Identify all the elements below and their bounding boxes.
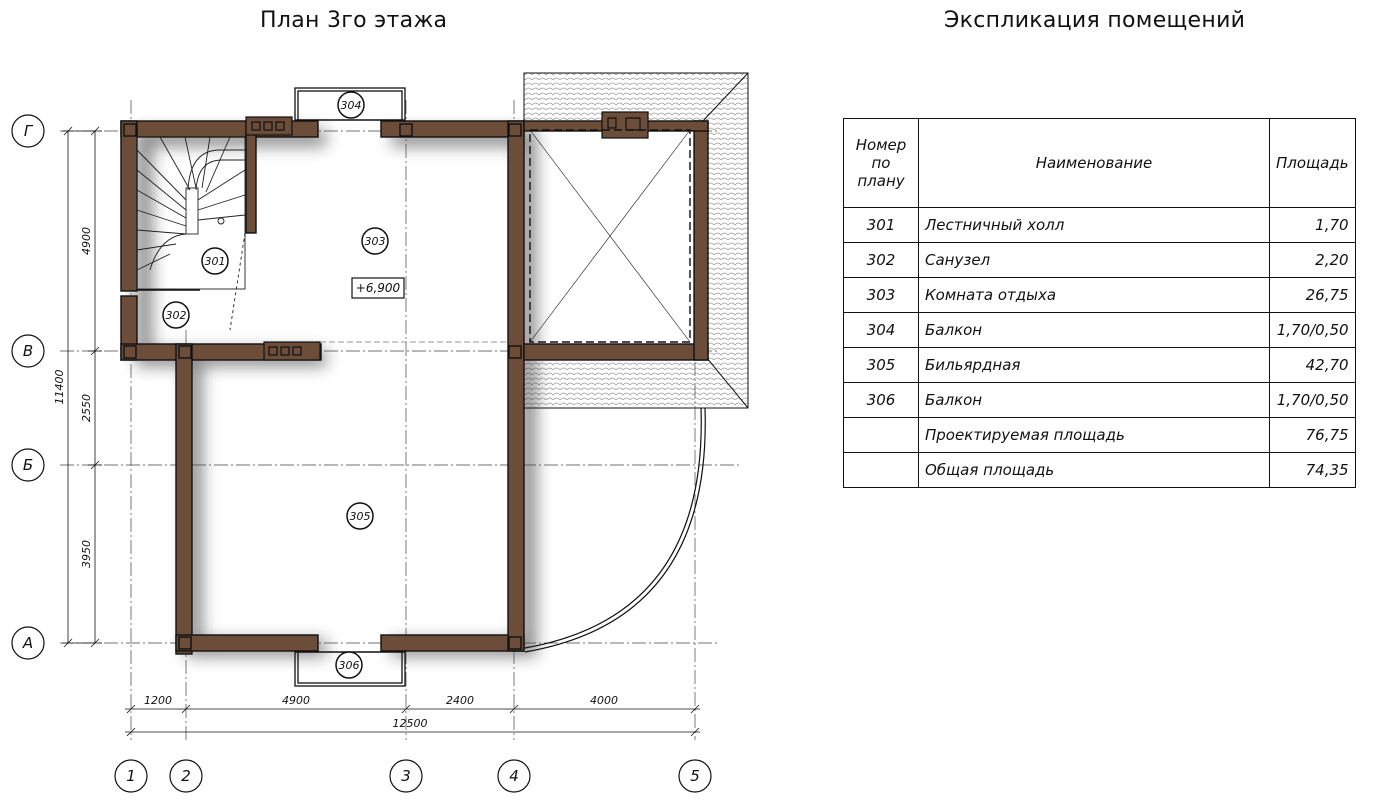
svg-text:2: 2 — [181, 767, 191, 785]
floor-plan-drawing: 304 303 301 302 305 306 +6,900 — [11, 72, 749, 793]
svg-text:303: 303 — [365, 235, 386, 248]
cell-name: Балкон — [918, 312, 1270, 348]
cell-name: Общая площадь — [918, 452, 1270, 488]
svg-text:301: 301 — [205, 255, 226, 268]
table-row: 306 Балкон 1,70/0,50 — [843, 382, 1356, 418]
cell-area: 1,70/0,50 — [1269, 382, 1356, 418]
dim-left-total: 11400 — [53, 370, 66, 405]
axis-bubble-1: 1 — [114, 759, 148, 793]
cell-area: 26,75 — [1269, 277, 1356, 313]
explication-title: Экспликация помещений — [944, 8, 1246, 33]
svg-text:+6,900: +6,900 — [356, 281, 401, 295]
svg-text:В: В — [23, 342, 33, 360]
cell-area: 1,70/0,50 — [1269, 312, 1356, 348]
table-row: 303 Комната отдыха 26,75 — [843, 277, 1356, 313]
table-row: 304 Балкон 1,70/0,50 — [843, 312, 1356, 348]
dim-bottom-2: 4900 — [282, 694, 310, 707]
svg-text:305: 305 — [350, 510, 371, 523]
columns — [123, 123, 522, 650]
elevation-mark: +6,900 — [351, 277, 405, 299]
dim-left-2: 2550 — [80, 394, 93, 422]
staircase — [136, 136, 246, 331]
svg-text:306: 306 — [339, 659, 360, 672]
cell-number: 301 — [843, 207, 919, 243]
table-row: 301 Лестничный холл 1,70 — [843, 207, 1356, 243]
svg-text:Г: Г — [24, 122, 34, 140]
svg-text:4: 4 — [509, 767, 519, 785]
chimney-blocks — [245, 111, 649, 361]
room-tag-301: 301 — [201, 247, 229, 275]
svg-text:Б: Б — [23, 456, 33, 474]
svg-text:5: 5 — [690, 767, 700, 785]
svg-text:304: 304 — [341, 99, 362, 112]
terrace-outline — [524, 407, 706, 653]
table-row: 302 Санузел 2,20 — [843, 242, 1356, 278]
svg-text:3: 3 — [401, 767, 411, 785]
plan-title: План 3го этажа — [260, 8, 448, 33]
dim-bottom-4: 4000 — [590, 694, 618, 707]
room-tag-303: 303 — [361, 227, 389, 255]
table-row: 305 Бильярдная 42,70 — [843, 347, 1356, 383]
dim-left-1: 4900 — [80, 227, 93, 255]
cell-area: 1,70 — [1269, 207, 1356, 243]
dim-bottom-1: 1200 — [144, 694, 172, 707]
header-name: Наименование — [918, 118, 1270, 208]
explication-header-row: Номер по плану Наименование Площадь — [843, 118, 1356, 208]
dim-left-3: 3950 — [80, 540, 93, 568]
axis-bubble-2: 2 — [169, 759, 203, 793]
axis-bubble-B: Б — [11, 448, 45, 482]
left-dimensions — [62, 126, 102, 648]
axis-bubble-V: В — [11, 334, 45, 368]
balcony-304 — [294, 87, 406, 121]
cell-area: 2,20 — [1269, 242, 1356, 278]
explication-table: Номер по плану Наименование Площадь 301 … — [843, 118, 1356, 488]
room-tag-306: 306 — [335, 651, 363, 679]
table-row: Проектируемая площадь 76,75 — [843, 417, 1356, 453]
svg-text:А: А — [22, 634, 33, 652]
axis-bubble-A: А — [11, 626, 45, 660]
axis-bubble-5: 5 — [678, 759, 712, 793]
axis-bubble-4: 4 — [497, 759, 531, 793]
dim-bottom-total: 12500 — [393, 717, 428, 730]
cell-name: Бильярдная — [918, 347, 1270, 383]
wall-shadows — [136, 130, 536, 656]
axis-bubble-G: Г — [11, 114, 45, 148]
cell-number: 306 — [843, 382, 919, 418]
room-tag-304: 304 — [337, 91, 365, 119]
header-number: Номер по плану — [843, 118, 919, 208]
cell-area: 76,75 — [1269, 417, 1356, 453]
header-area: Площадь — [1269, 118, 1356, 208]
cell-number: 303 — [843, 277, 919, 313]
cell-name: Проектируемая площадь — [918, 417, 1270, 453]
dim-bottom-3: 2400 — [446, 694, 474, 707]
axis-bubble-3: 3 — [389, 759, 423, 793]
cell-area: 74,35 — [1269, 452, 1356, 488]
cell-number — [843, 417, 919, 453]
cell-number — [843, 452, 919, 488]
table-row: Общая площадь 74,35 — [843, 452, 1356, 488]
cell-number: 302 — [843, 242, 919, 278]
cell-number: 304 — [843, 312, 919, 348]
svg-text:1: 1 — [126, 767, 136, 785]
cell-name: Балкон — [918, 382, 1270, 418]
room-tag-302: 302 — [162, 301, 190, 329]
cell-name: Санузел — [918, 242, 1270, 278]
room-tag-305: 305 — [346, 502, 374, 530]
opening-void — [529, 129, 691, 343]
cell-name: Комната отдыха — [918, 277, 1270, 313]
svg-text:302: 302 — [166, 309, 187, 322]
bottom-dimensions — [125, 704, 700, 737]
room-tags: 304 303 301 302 305 306 — [162, 91, 389, 679]
cell-area: 42,70 — [1269, 347, 1356, 383]
cell-number: 305 — [843, 347, 919, 383]
cell-name: Лестничный холл — [918, 207, 1270, 243]
